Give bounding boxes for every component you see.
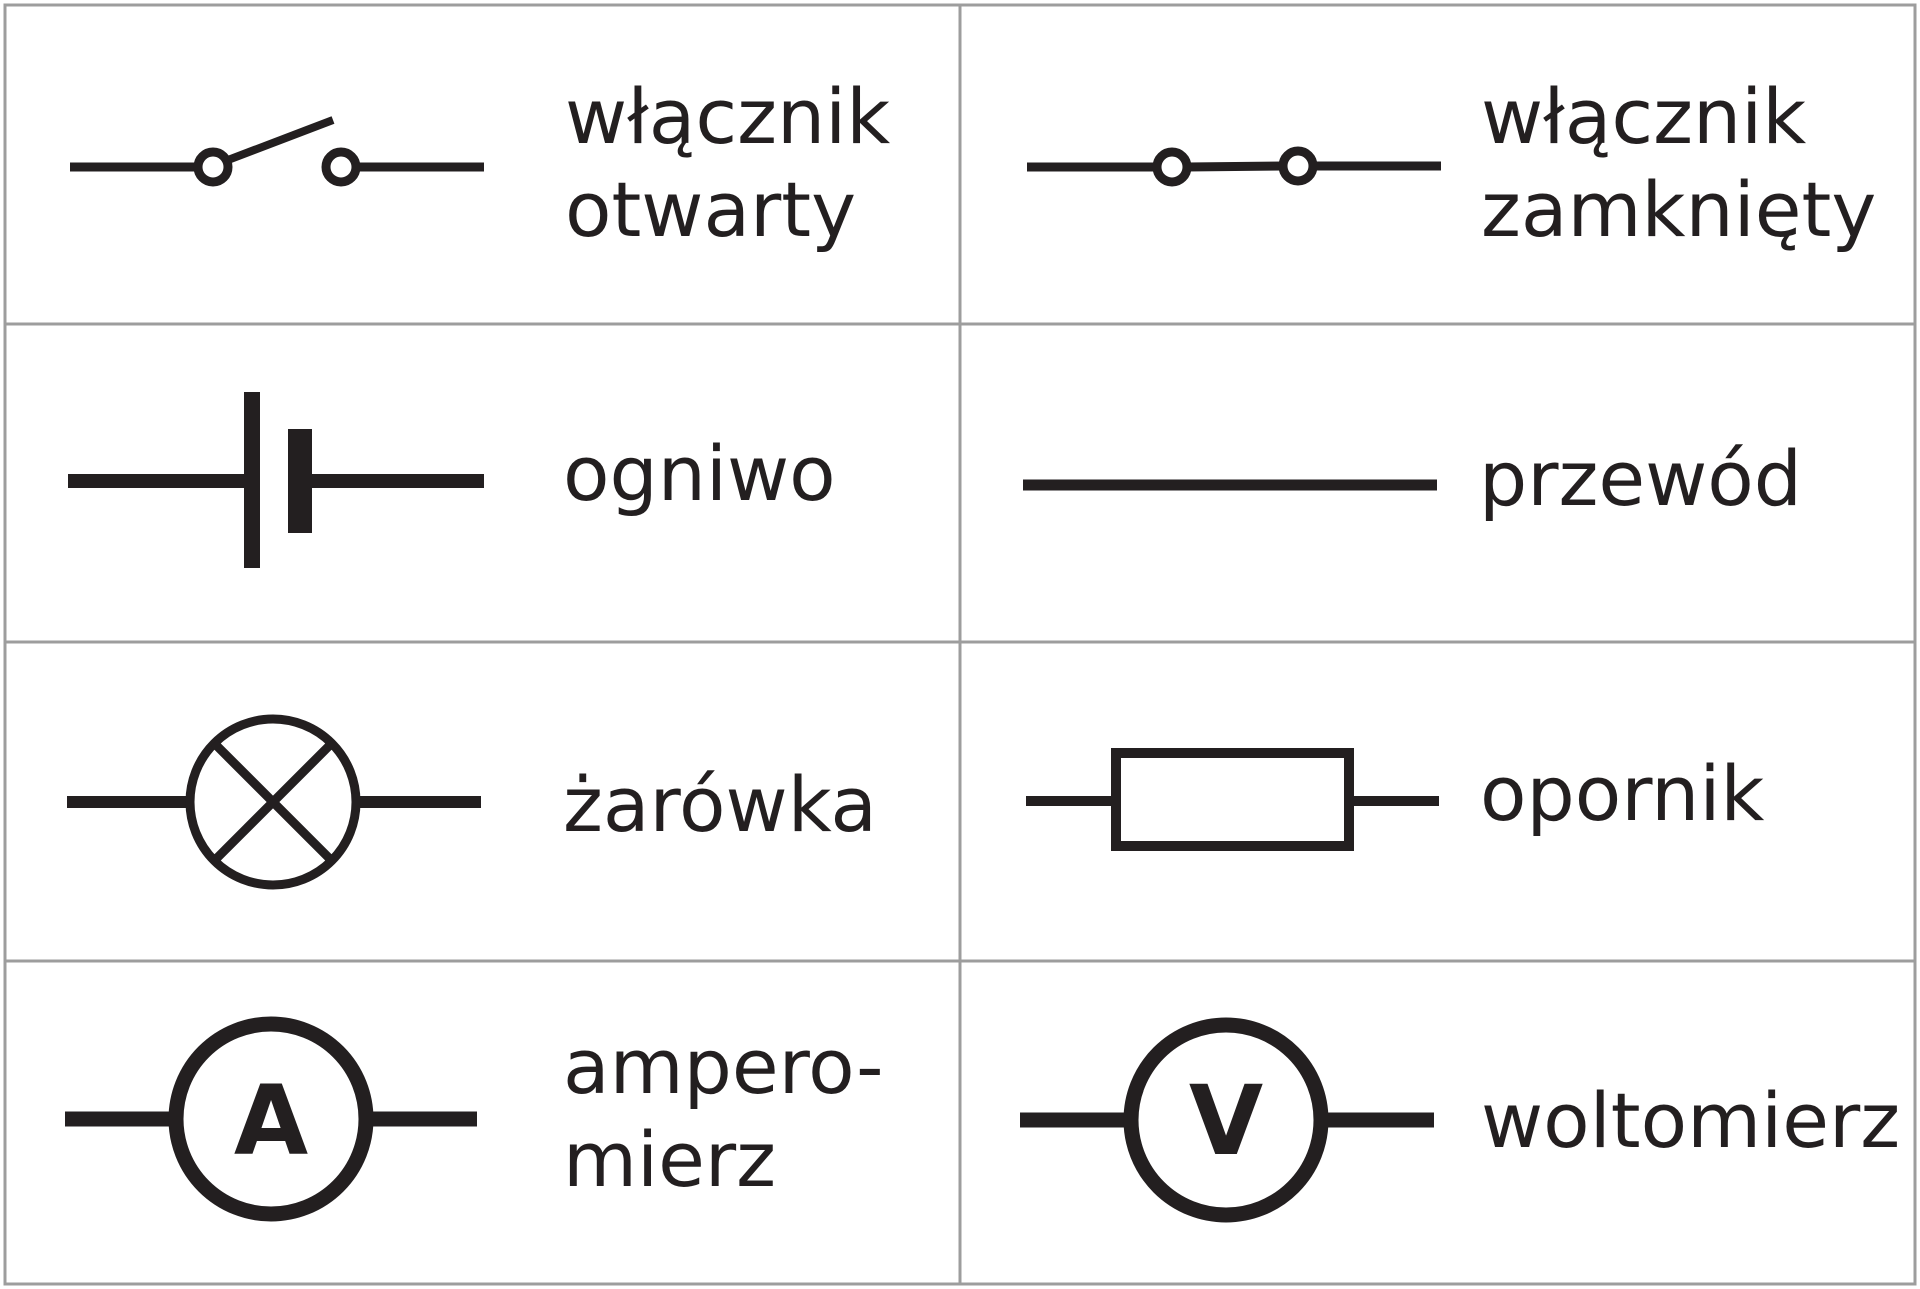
ammeter-label: ampero- mierz [563,1022,908,1204]
label-line: włącznik [1481,72,1806,161]
label-line: ampero- [563,1022,884,1111]
open-switch-label: włącznik otwarty [565,72,914,254]
ammeter-icon: A [65,1016,477,1222]
label-line: otwarty [565,165,856,254]
closed-switch-icon [1027,146,1441,187]
resistor-label: opornik [1480,749,1764,838]
cell-icon [68,392,484,568]
label-line: mierz [563,1115,776,1204]
label-line: woltomierz [1481,1076,1900,1165]
label-line: przewód [1479,434,1802,523]
ammeter-glyph: A [234,1065,308,1177]
wire-label: przewód [1479,434,1802,523]
label-line: ogniwo [563,429,836,518]
label-line: zamknięty [1481,165,1876,254]
cell-label: ogniwo [563,429,836,518]
label-line: żarówka [563,760,877,849]
resistor-icon [1026,748,1439,851]
open-switch-icon [70,116,484,187]
closed-switch-label: włącznik zamknięty [1481,72,1876,254]
voltmeter-icon: V [1020,1017,1434,1223]
label-line: opornik [1480,749,1764,838]
bulb-label: żarówka [563,760,877,849]
bulb-icon [67,714,481,890]
label-line: włącznik [565,72,890,161]
voltmeter-glyph: V [1189,1065,1263,1177]
voltmeter-label: woltomierz [1481,1076,1900,1165]
table-grid [3,3,1917,1286]
